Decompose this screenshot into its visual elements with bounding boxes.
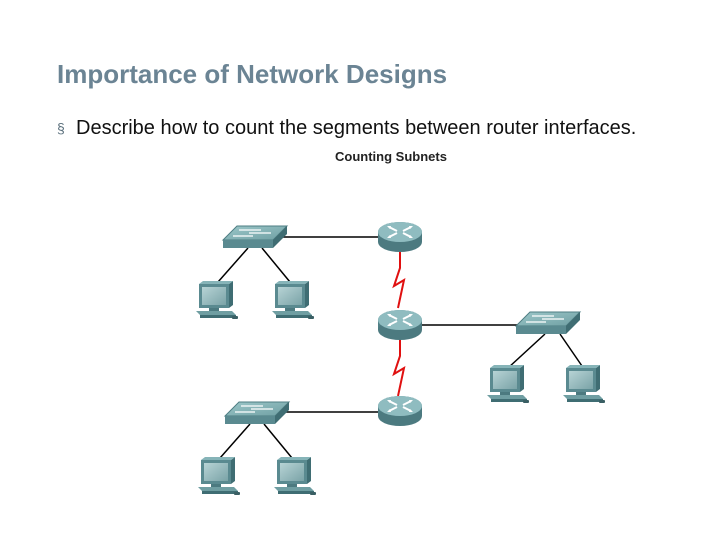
- link-switch3-pc6: [263, 423, 293, 459]
- computer-icon: [487, 365, 529, 403]
- serial-link-router1-router2: [392, 248, 406, 309]
- computer-icon: [563, 365, 605, 403]
- router-icon: [377, 309, 423, 341]
- bullet-icon: §: [57, 120, 65, 136]
- computer-icon: [196, 281, 238, 319]
- slide-title: Importance of Network Designs: [57, 59, 448, 89]
- link-switch1-pc1: [217, 247, 249, 283]
- switch-icon: [515, 311, 581, 335]
- router-icon: [377, 221, 423, 253]
- switch-icon: [224, 401, 290, 425]
- link-switch3-pc5: [219, 423, 251, 459]
- link-switch2-pc3: [507, 333, 546, 369]
- computer-icon: [274, 457, 316, 495]
- link-switch2-pc4: [559, 333, 583, 367]
- diagram-title: Counting Subnets: [335, 149, 447, 164]
- router-icon: [377, 395, 423, 427]
- bullet-text: Describe how to count the segments betwe…: [76, 117, 637, 139]
- computer-icon: [272, 281, 314, 319]
- switch-icon: [222, 225, 288, 249]
- serial-link-router2-router3: [392, 336, 406, 397]
- link-switch1-pc2: [261, 247, 291, 283]
- computer-icon: [198, 457, 240, 495]
